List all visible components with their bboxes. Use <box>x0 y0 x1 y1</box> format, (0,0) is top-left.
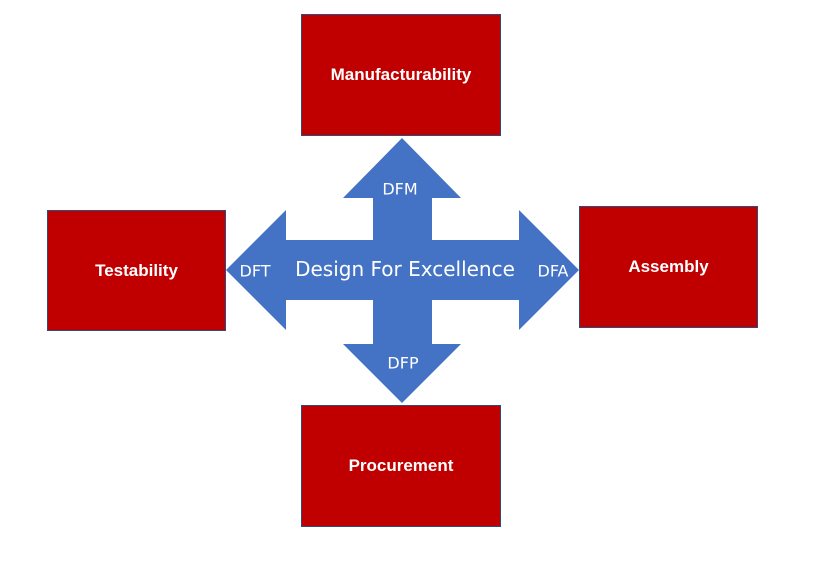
testability-label: Testability <box>95 260 178 280</box>
procurement-box: Procurement <box>301 405 501 527</box>
center-label: Design For Excellence <box>295 257 515 281</box>
dfa-arrow-label: DFA <box>537 261 569 281</box>
testability-box: Testability <box>47 210 226 331</box>
assembly-label: Assembly <box>628 257 709 276</box>
dft-arrow-label: DFT <box>239 261 271 281</box>
assembly-box: Assembly <box>579 206 758 328</box>
four-way-arrow-shape <box>226 138 579 403</box>
manufacturability-label: Manufacturability <box>330 65 472 84</box>
manufacturability-box: Manufacturability <box>301 14 501 136</box>
dfp-arrow-label: DFP <box>387 353 419 373</box>
dfm-arrow-label: DFM <box>382 179 418 199</box>
procurement-label: Procurement <box>348 456 454 475</box>
